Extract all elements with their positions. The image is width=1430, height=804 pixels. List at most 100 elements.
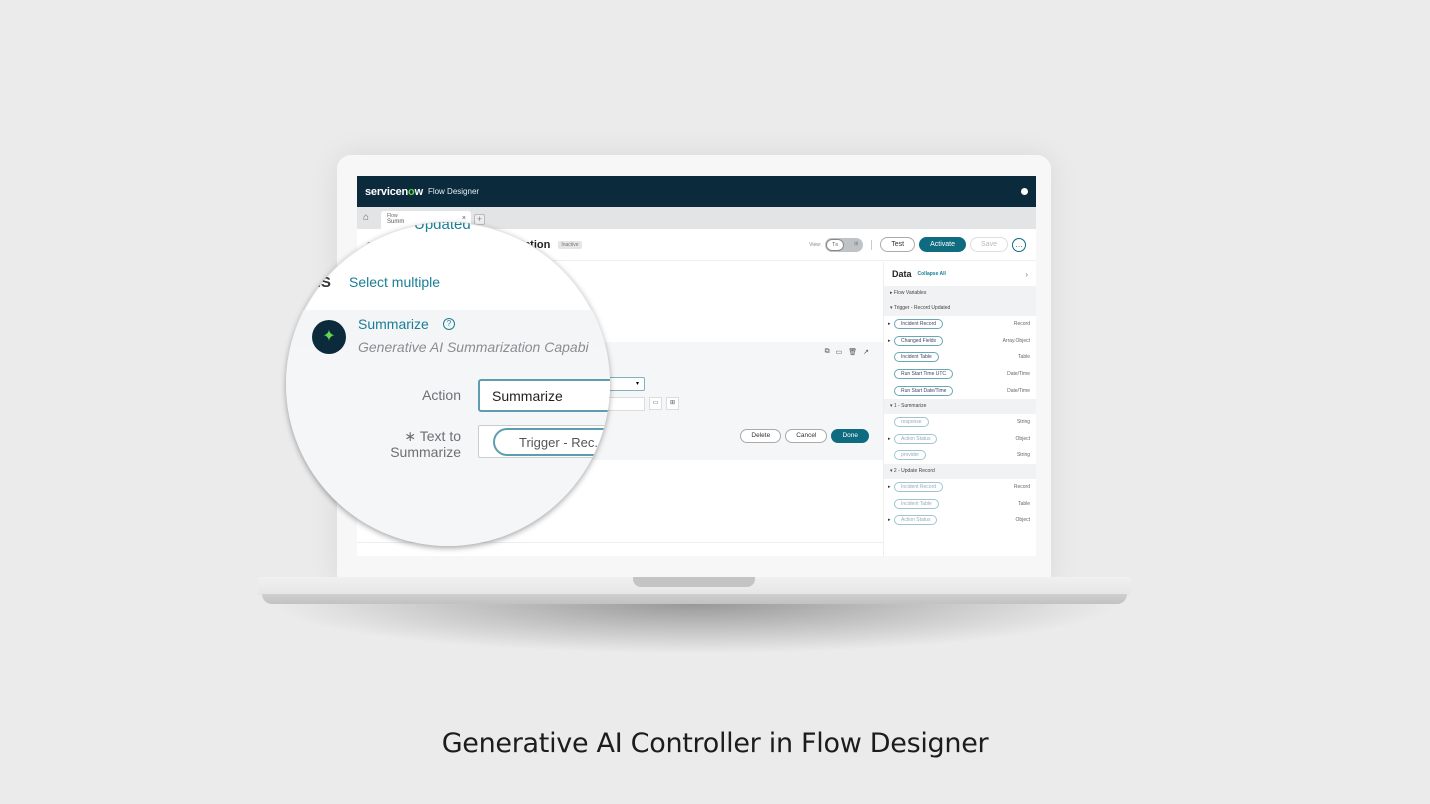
data-pill[interactable]: Action Status (894, 433, 938, 444)
data-pill[interactable]: response (894, 417, 929, 428)
data-type: Date/Time (1007, 371, 1030, 378)
help-circle-icon[interactable]: ? (443, 318, 455, 330)
save-button[interactable]: Save (970, 237, 1008, 252)
chevron-right-icon[interactable]: › (1025, 269, 1028, 279)
select-multiple-link[interactable]: Select multiple (349, 274, 441, 290)
servicenow-logo[interactable]: servicenow (365, 185, 423, 198)
data-pill[interactable]: Incident Table (894, 498, 939, 509)
data-type: Record (1013, 484, 1030, 491)
flow-header: cription Inactive View: T≡ ⊞ Test Activa… (357, 229, 1036, 261)
data-pill[interactable]: Incident Record (894, 319, 944, 330)
action-select[interactable]: Summarize (478, 379, 610, 412)
data-row: Incident Table Table (884, 495, 1036, 512)
expand-icon[interactable]: ▸ (888, 484, 891, 491)
action-field-label: Action (422, 387, 461, 403)
data-row: response String (884, 414, 1036, 431)
tab-bar: ⌂ Flow Summ × + (357, 207, 1036, 229)
status-badge: Inactive (558, 240, 582, 249)
app-title: Flow Designer (427, 187, 480, 196)
collapse-all-link[interactable]: Collapse All (917, 271, 946, 277)
caret-down-icon: ▾ (890, 402, 893, 409)
action-description: Generative AI Summarization Capabi (358, 339, 589, 355)
caret-down-icon: ▾ (890, 305, 893, 311)
magnified-tab-text: Updated (414, 222, 471, 233)
section-heading-truncated: NS (310, 274, 331, 291)
section-summarize[interactable]: ▾ 1 - Summarize (884, 398, 1036, 414)
data-row: Run Start Time UTC Date/Time (884, 366, 1036, 383)
close-tab-icon[interactable]: × (461, 215, 466, 222)
clear-field-icon[interactable]: ▭ (649, 397, 662, 410)
data-row: provider String (884, 447, 1036, 464)
grid-view-icon[interactable]: ⊞ (854, 240, 859, 247)
copy-icon[interactable]: ⧉ (824, 348, 830, 355)
data-row: ▸Incident Record Record (884, 479, 1036, 496)
data-row: Run Start Date/Time Date/Time (884, 382, 1036, 399)
activate-button[interactable]: Activate (919, 237, 967, 252)
test-button[interactable]: Test (880, 237, 916, 252)
top-navigation-bar: servicenow Flow Designer (357, 176, 1036, 207)
data-pill[interactable]: Incident Table (894, 352, 939, 363)
comment-icon[interactable]: ▭ (835, 349, 843, 356)
flow-actions: View: T≡ ⊞ Test Activate Save … (809, 237, 1026, 252)
more-options-icon[interactable]: … (1012, 237, 1026, 252)
external-link-icon[interactable]: ↗ (863, 349, 869, 356)
expand-icon[interactable]: ▸ (888, 321, 891, 328)
trash-icon[interactable]: 🗑 (848, 349, 858, 356)
cancel-button[interactable]: Cancel (785, 429, 828, 443)
data-row: ▸Action Status Object (884, 431, 1036, 448)
canvas-footer (357, 542, 883, 556)
tab-name: Summ (387, 219, 405, 225)
expand-icon[interactable]: ▸ (888, 435, 891, 442)
data-pill[interactable]: Incident Record (894, 482, 944, 493)
laptop-notch (633, 577, 755, 587)
data-panel: Data Collapse All › ▸ Flow Variables ▾ T… (884, 262, 1036, 556)
data-row: ▸Incident Record Record (884, 316, 1036, 333)
data-pill[interactable]: provider (894, 450, 927, 461)
data-panel-title: Data (892, 269, 912, 279)
data-panel-header: Data Collapse All › (884, 262, 1036, 286)
data-row: ▸Changed Fields Array.Object (884, 333, 1036, 350)
sparkle-ai-icon: ✦ (312, 320, 346, 354)
data-row: Incident Table Table (884, 349, 1036, 366)
card-toolbar: ⧉ ▭ 🗑 ↗ (825, 348, 869, 356)
divider (871, 239, 873, 250)
data-type: Table (1018, 354, 1030, 361)
data-pill[interactable]: Action Status (894, 515, 938, 526)
magnifier-callout: Updated NS Select multiple ✦ Summarize ?… (286, 222, 610, 546)
data-type: Date/Time (1007, 387, 1030, 394)
data-pill-picker-icon[interactable]: ⊞ (666, 397, 679, 410)
action-name-link[interactable]: Summarize (358, 316, 429, 332)
list-view-icon[interactable]: T≡ (826, 238, 845, 251)
section-trigger[interactable]: ▾ Trigger - Record Updated (884, 301, 1036, 316)
view-toggle[interactable]: T≡ ⊞ (825, 237, 864, 252)
data-type: String (1016, 452, 1030, 459)
data-pill[interactable]: Run Start Time UTC (894, 369, 954, 380)
laptop-base-edge (262, 594, 1127, 604)
section-flow-variables[interactable]: ▸ Flow Variables (884, 286, 1036, 301)
expand-icon[interactable]: ▸ (888, 337, 891, 344)
trigger-record-data-pill[interactable]: Trigger - Rec... (493, 428, 610, 456)
tab-type-label: Flow (387, 213, 398, 219)
data-type: Table (1018, 500, 1030, 507)
help-icon[interactable] (1021, 188, 1028, 195)
data-type: Object (1015, 435, 1030, 442)
data-type: Array.Object (1002, 337, 1030, 344)
expand-icon[interactable]: ▸ (888, 517, 891, 524)
data-type: String (1016, 419, 1030, 426)
home-icon[interactable]: ⌂ (363, 212, 370, 223)
section-update-record[interactable]: ▾ 2 - Update Record (884, 463, 1036, 479)
caret-right-icon: ▸ (890, 290, 893, 296)
laptop-shadow (270, 604, 1120, 654)
done-button[interactable]: Done (831, 429, 869, 443)
data-type: Record (1013, 321, 1030, 328)
data-row: ▸Action Status Object (884, 512, 1036, 529)
delete-button[interactable]: Delete (740, 429, 782, 443)
caret-down-icon: ▾ (890, 467, 893, 474)
caption: Generative AI Controller in Flow Designe… (441, 728, 989, 759)
data-pill[interactable]: Run Start Date/Time (894, 385, 954, 396)
view-label: View: (809, 241, 822, 248)
card-buttons: Delete Cancel Done (740, 429, 869, 443)
data-type: Object (1015, 517, 1030, 524)
data-pill[interactable]: Changed Fields (894, 335, 944, 346)
text-to-summarize-label: ∗ Text to Summarize (390, 428, 461, 460)
